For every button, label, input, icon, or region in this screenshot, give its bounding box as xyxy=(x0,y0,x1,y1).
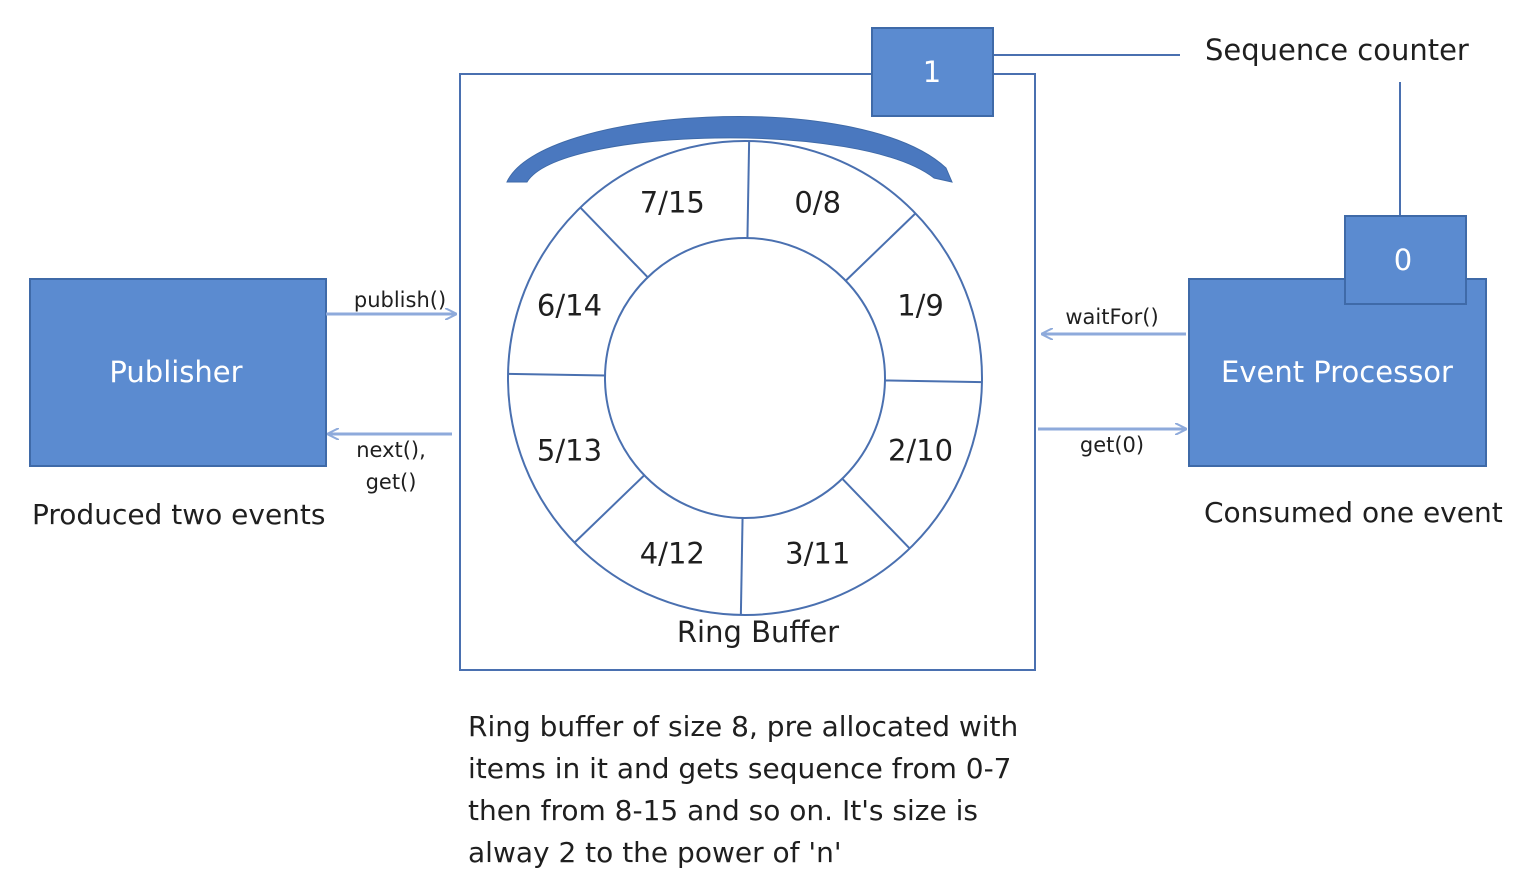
ring-slot-label: 0/8 xyxy=(794,185,841,219)
description-line: alway 2 to the power of 'n' xyxy=(468,836,842,869)
event-processor-label: Event Processor xyxy=(1221,355,1453,389)
ring-divider xyxy=(845,212,917,282)
sequence-counter-value: 1 xyxy=(923,55,941,89)
processor-sequence-value: 0 xyxy=(1394,243,1412,277)
rotation-arrow-icon xyxy=(506,116,953,183)
ring-divider xyxy=(841,478,911,550)
sequence-counter-box xyxy=(871,27,994,117)
ring-slot-label: 6/14 xyxy=(537,288,602,322)
ring-buffer-label: Ring Buffer xyxy=(677,615,839,649)
ring-divider xyxy=(739,517,744,615)
get-label: get() xyxy=(366,470,417,494)
ring-inner xyxy=(604,237,886,519)
ring-slots: 0/8 1/9 2/10 3/11 4/12 5/13 6/14 7/15 xyxy=(537,185,953,570)
ring-slot-label: 7/15 xyxy=(640,185,705,219)
ring-slot-label: 3/11 xyxy=(785,537,850,571)
event-processor-box xyxy=(1188,278,1487,467)
ring-slot-label: 4/12 xyxy=(640,537,705,571)
ring-divider xyxy=(746,141,751,239)
sequence-counter-label: Sequence counter xyxy=(1205,33,1469,67)
publish-label: publish() xyxy=(354,288,446,312)
ring-slot-label: 2/10 xyxy=(888,434,953,468)
ring-dividers xyxy=(508,141,982,615)
event-processor-caption: Consumed one event xyxy=(1204,496,1503,529)
description-line: items in it and gets sequence from 0-7 xyxy=(468,752,1012,785)
ring-outer xyxy=(507,140,983,616)
ring-divider xyxy=(573,474,645,544)
ring-divider xyxy=(579,206,649,278)
ring-buffer-description: Ring buffer of size 8, pre allocated wit… xyxy=(468,706,1068,874)
publisher-caption: Produced two events xyxy=(32,498,325,531)
ring-slot-label: 1/9 xyxy=(897,288,944,322)
wait-for-label: waitFor() xyxy=(1065,305,1158,329)
processor-sequence-box xyxy=(1344,215,1467,305)
publisher-box xyxy=(29,278,327,467)
next-label: next(), xyxy=(356,438,426,462)
description-line: Ring buffer of size 8, pre allocated wit… xyxy=(468,710,1019,743)
ring-divider xyxy=(508,372,606,377)
ring-slot-label: 5/13 xyxy=(537,434,602,468)
ring-divider xyxy=(884,379,982,384)
description-line: then from 8-15 and so on. It's size is xyxy=(468,794,978,827)
publisher-label: Publisher xyxy=(109,355,242,389)
ring-buffer-container xyxy=(459,73,1036,671)
get-event-label: get(0) xyxy=(1080,433,1144,457)
